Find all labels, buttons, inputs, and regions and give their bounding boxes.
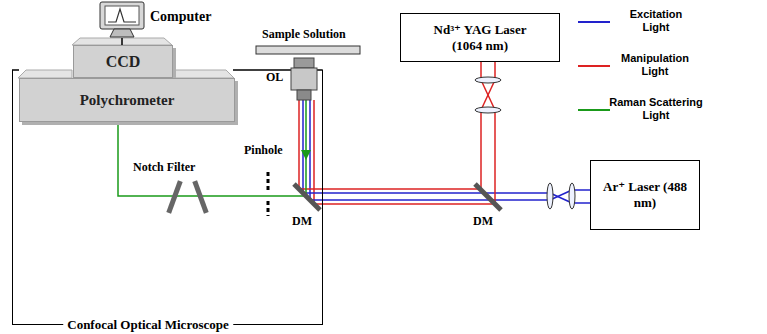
polychrometer-face bbox=[172, 70, 234, 78]
node-label: Ar⁺ Laser (488 nm) bbox=[602, 179, 688, 210]
pinhole-label: Pinhole bbox=[244, 143, 283, 158]
legend-text: Excitation Light bbox=[620, 8, 692, 33]
node-label: Computer bbox=[150, 9, 211, 25]
notch-filter bbox=[166, 180, 208, 214]
microscope-enclosure: Confocal Optical MicroscopeCCDPolychrome… bbox=[12, 70, 323, 325]
node-label: CCD bbox=[106, 52, 141, 71]
pinhole bbox=[267, 172, 270, 216]
objective-label: OL bbox=[266, 70, 283, 85]
mirror-label: DM bbox=[473, 214, 493, 229]
computer-icon: Computer bbox=[98, 0, 228, 38]
sample-plate bbox=[256, 46, 360, 54]
node-label: Polychrometer bbox=[80, 91, 175, 109]
polychrometer-box: Polychrometer bbox=[19, 78, 235, 122]
mirror-label: DM bbox=[292, 214, 312, 229]
dichroic-mirror bbox=[294, 184, 501, 210]
monitor-icon bbox=[98, 0, 148, 38]
ccd-box: CCD bbox=[73, 45, 173, 78]
legend-text: Manipulation Light bbox=[613, 52, 697, 77]
lens bbox=[475, 77, 575, 209]
laser-box: Nd³⁺ YAG Laser (1064 nm) bbox=[400, 13, 560, 62]
cable-line bbox=[121, 38, 123, 45]
node-label: Nd³⁺ YAG Laser (1064 nm) bbox=[424, 22, 536, 53]
polychrometer-face bbox=[18, 70, 72, 78]
legend-line-sample bbox=[578, 22, 610, 110]
raman-arrowhead bbox=[301, 150, 311, 160]
legend-text: Raman Scattering Light bbox=[603, 96, 709, 121]
laser-box: Ar⁺ Laser (488 nm) bbox=[590, 160, 700, 230]
objective-lens bbox=[291, 58, 317, 100]
enclosure-label: Confocal Optical Microscope bbox=[63, 317, 233, 333]
ccd-face bbox=[72, 38, 172, 45]
filter-label: Notch Filter bbox=[133, 160, 195, 175]
sample-label: Sample Solution bbox=[262, 27, 346, 42]
